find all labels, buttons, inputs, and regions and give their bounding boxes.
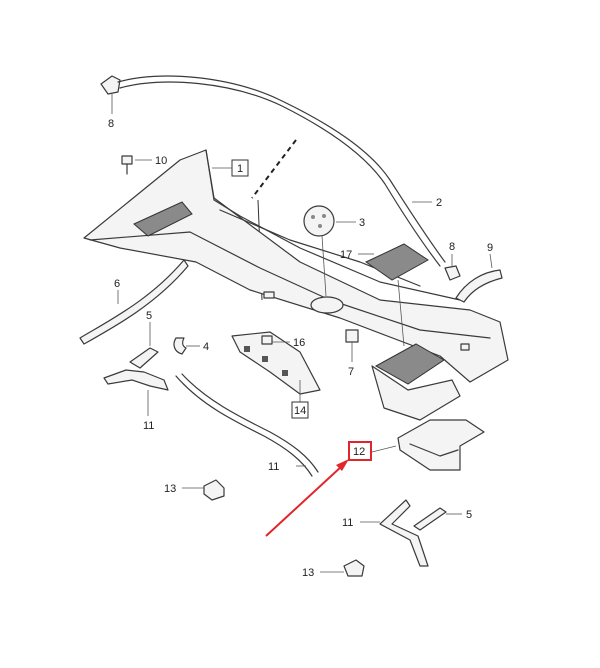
callout-6: 6 [114,278,120,290]
part-11-long-seal [175,373,319,477]
callout-13-right: 13 [302,567,314,579]
part-16-clip [261,335,290,345]
part-10-clip [121,155,152,175]
callout-2: 2 [436,197,442,209]
part-13-clip-right [320,559,365,577]
callout-4: 4 [203,341,209,353]
part-2-seal-strip [117,75,446,267]
callout-16: 16 [293,337,305,349]
part-12-highlight-box [348,441,372,461]
part-11-seal-right [360,499,429,567]
part-6-strip [79,259,189,345]
part-3-cap [303,205,356,297]
red-arrow-icon [265,459,349,537]
part-14-bracket [231,331,321,402]
callout-1: 1 [237,163,243,175]
callout-5-left: 5 [146,310,152,322]
part-4-clip [173,337,200,355]
callout-10: 10 [155,155,167,167]
callout-5-right: 5 [466,509,472,521]
callout-9: 9 [487,242,493,254]
callout-3: 3 [359,217,365,229]
part-8-clip-top [100,75,121,114]
part-13-clip-left [182,479,225,501]
part-9-bracket [455,253,503,303]
callout-11-left: 11 [143,420,154,432]
part-11-seal-left [103,369,169,416]
part-5-seal-left [129,322,159,369]
callout-7: 7 [348,366,354,378]
callout-17: 17 [340,249,352,261]
callout-8-top: 8 [108,118,114,130]
part-12-bracket [371,419,485,471]
callout-14: 14 [294,405,306,417]
callout-11-middle: 11 [268,461,279,473]
part-7-pad [345,329,359,362]
callout-13-left: 13 [164,483,176,495]
callout-12: 12 [353,446,365,458]
part-8-clip-right [444,254,461,281]
part-5-seal-right [413,507,462,531]
callout-8-right: 8 [449,241,455,253]
callout-11-right: 11 [342,517,353,529]
